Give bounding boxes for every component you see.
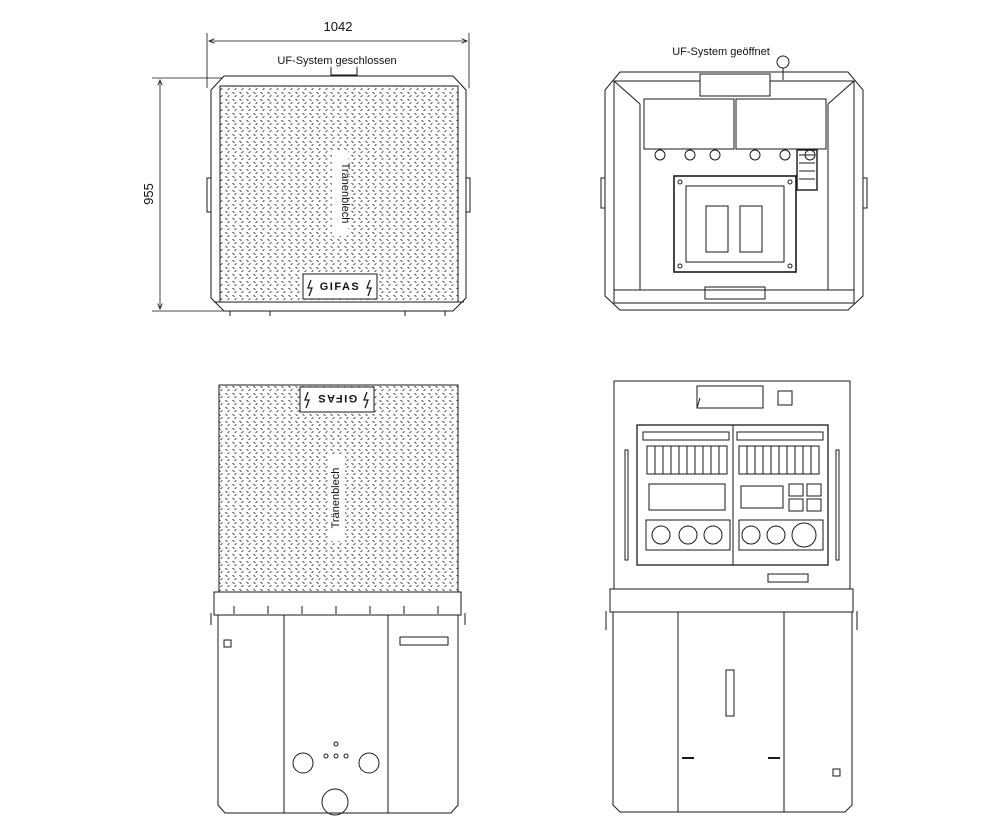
front-open-view	[605, 380, 858, 813]
width-dimension	[206, 33, 470, 88]
open-view-title: UF-System geöffnet	[672, 46, 770, 58]
tear-plate-label: Tränenblech	[339, 163, 351, 224]
front-tear-plate-label: Tränenblech	[330, 468, 342, 529]
gifas-logo: GIFAS	[320, 281, 361, 293]
height-dimension-label: 955	[141, 183, 156, 205]
front-gifas-logo: GIFAS	[317, 392, 358, 404]
top-open-view	[600, 55, 868, 311]
height-dimension	[152, 77, 225, 312]
width-dimension-label: 1042	[324, 19, 353, 34]
closed-view-title: UF-System geschlossen	[277, 55, 396, 67]
front-closed-view	[210, 384, 466, 816]
